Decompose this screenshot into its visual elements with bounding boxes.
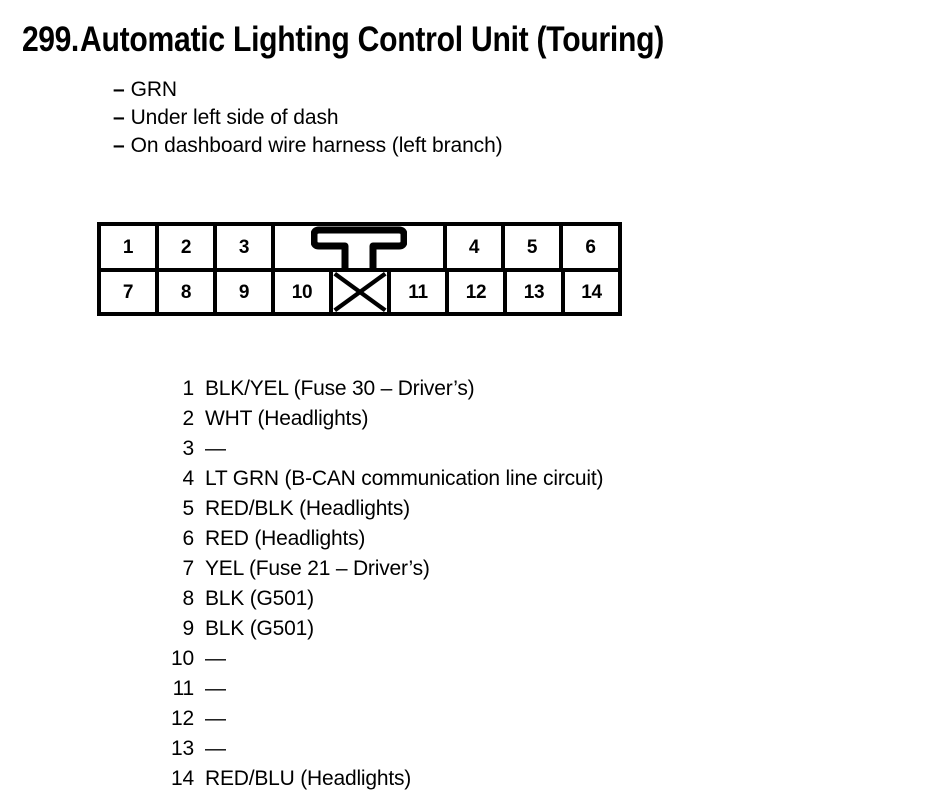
connector-blank-cell-x-icon [329, 268, 391, 316]
pin-description: — [205, 737, 226, 760]
pin-list-row: 9 BLK (G501) [160, 617, 603, 647]
pin-list-row: 12 — [160, 707, 603, 737]
pin-number: 12 [171, 707, 194, 730]
pin-list-row: 7 YEL (Fuse 21 – Driver’s) [160, 557, 603, 587]
note-text: Under left side of dash [130, 106, 339, 129]
pin-number: 8 [182, 587, 195, 610]
connector-pin-cell-13: 13 [503, 268, 565, 316]
pin-description: LT GRN (B-CAN communication line circuit… [205, 467, 604, 490]
pin-list-row: 11 — [160, 677, 603, 707]
pin-description: WHT (Headlights) [205, 407, 369, 430]
pin-list-row: 6 RED (Headlights) [160, 527, 603, 557]
pin-description: — [205, 707, 226, 730]
pin-assignment-list: 1 BLK/YEL (Fuse 30 – Driver’s) 2 WHT (He… [160, 377, 603, 797]
connector-notes: –GRN –Under left side of dash –On dashbo… [113, 76, 503, 160]
connector-pin-cell-2: 2 [155, 222, 217, 272]
note-text: GRN [130, 78, 177, 101]
note-dash-icon: – [113, 78, 125, 101]
page-title-number: 299. [22, 20, 79, 59]
connector-pin-cell-8: 8 [155, 268, 217, 316]
pin-description: RED/BLU (Headlights) [205, 767, 412, 790]
pin-number: 1 [182, 377, 195, 400]
note-line: –Under left side of dash [113, 104, 503, 132]
pin-number: 3 [182, 437, 195, 460]
pin-number: 9 [182, 617, 195, 640]
pin-description: RED/BLK (Headlights) [205, 497, 410, 520]
connector-pin-cell-1: 1 [97, 222, 159, 272]
pin-description: BLK (G501) [205, 587, 314, 610]
connector-pin-cell-14: 14 [561, 268, 622, 316]
pin-list-row: 5 RED/BLK (Headlights) [160, 497, 603, 527]
pin-number: 14 [171, 767, 194, 790]
pin-number: 10 [171, 647, 194, 670]
page-title-text: Automatic Lighting Control Unit (Touring… [80, 20, 665, 59]
connector-pin-cell-10: 10 [271, 268, 333, 316]
pin-number: 4 [182, 467, 195, 490]
note-dash-icon: – [113, 134, 125, 157]
pin-list-row: 3 — [160, 437, 603, 467]
note-line: –GRN [113, 76, 503, 104]
pin-description: BLK (G501) [205, 617, 314, 640]
note-dash-icon: – [113, 106, 125, 129]
pin-list-row: 4 LT GRN (B-CAN communication line circu… [160, 467, 604, 497]
connector-pin-cell-3: 3 [213, 222, 275, 272]
connector-pin-cell-11: 11 [387, 268, 449, 316]
connector-diagram: 1 2 3 4 5 6 7 8 9 10 11 12 13 14 [97, 222, 622, 316]
pin-description: — [205, 647, 226, 670]
pin-number: 2 [182, 407, 195, 430]
connector-shell-gap [271, 222, 447, 272]
pin-number: 6 [182, 527, 195, 550]
connector-pin-cell-5: 5 [501, 222, 563, 272]
pin-description: — [205, 437, 226, 460]
pin-number: 7 [182, 557, 195, 580]
connector-pin-cell-6: 6 [559, 222, 622, 272]
connector-latch-tab-icon [311, 226, 407, 272]
pin-list-row: 14 RED/BLU (Headlights) [160, 767, 603, 797]
pin-description: YEL (Fuse 21 – Driver’s) [205, 557, 430, 580]
pin-list-row: 8 BLK (G501) [160, 587, 603, 617]
note-text: On dashboard wire harness (left branch) [130, 134, 503, 157]
connector-pin-cell-7: 7 [97, 268, 159, 316]
connector-pin-cell-9: 9 [213, 268, 275, 316]
pin-list-row: 2 WHT (Headlights) [160, 407, 603, 437]
pin-list-row: 1 BLK/YEL (Fuse 30 – Driver’s) [160, 377, 603, 407]
connector-pin-cell-4: 4 [443, 222, 505, 272]
pin-list-row: 13 — [160, 737, 603, 767]
pin-number: 5 [182, 497, 195, 520]
pin-list-row: 10 — [160, 647, 603, 677]
pin-number: 13 [171, 737, 194, 760]
pin-description: — [205, 677, 226, 700]
pin-number: 11 [172, 677, 195, 700]
note-line: –On dashboard wire harness (left branch) [113, 132, 503, 160]
page-title: 299. Automatic Lighting Control Unit (To… [22, 22, 759, 57]
connector-pin-cell-12: 12 [445, 268, 507, 316]
pin-description: RED (Headlights) [205, 527, 366, 550]
pin-description: BLK/YEL (Fuse 30 – Driver’s) [205, 377, 475, 400]
